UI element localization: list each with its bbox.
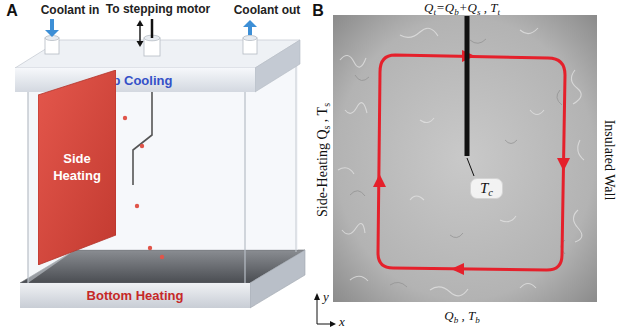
shadowgraph-image (333, 15, 597, 302)
coolant-outlet-label: Coolant out (234, 3, 301, 17)
bottom-flux-label: Qb , Tb (444, 308, 479, 324)
apparatus (15, 19, 305, 308)
coolant-inlet-label: Coolant in (41, 3, 100, 17)
panel-letter: B (312, 2, 324, 20)
bottom-heating-plate: Bottom Heating (20, 283, 250, 308)
top-cooling-plate: Top Cooling (15, 68, 255, 92)
side-heating-panel: Side Heating (38, 70, 116, 265)
top-flux-label: Qt=Qb+Qs , Tt (424, 0, 500, 16)
insulated-wall-label: Insulated Wall (601, 120, 617, 201)
side-heating-label: Side-Heating Qs , Ts (315, 103, 331, 217)
axis-label: y (323, 289, 329, 305)
node-text: Tc (480, 180, 493, 197)
temperature-probe-label: Tc (470, 178, 503, 199)
node-text: Bottom Heating (87, 288, 184, 303)
motor-label: To stepping motor (106, 2, 210, 16)
panel-letter: A (6, 2, 18, 20)
node-text: Side Heating (48, 151, 106, 184)
axis-label: x (339, 314, 345, 329)
